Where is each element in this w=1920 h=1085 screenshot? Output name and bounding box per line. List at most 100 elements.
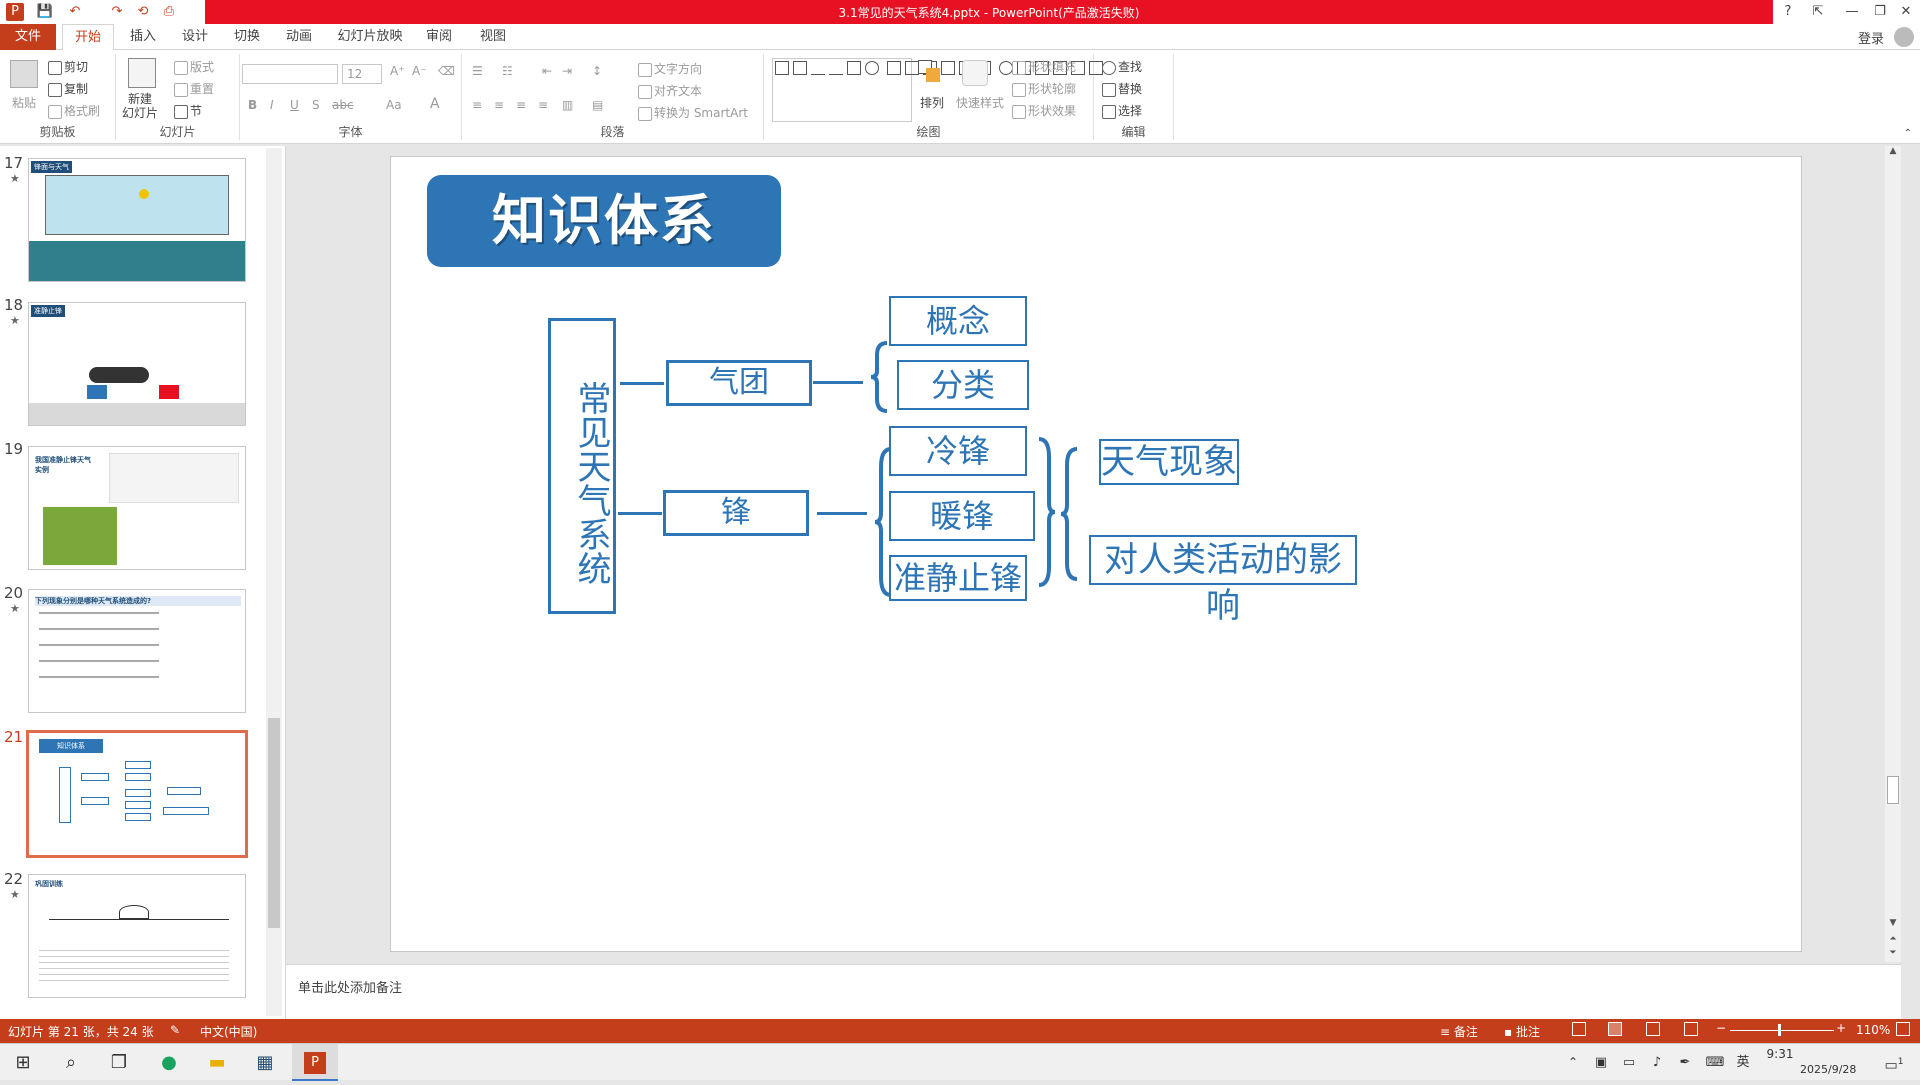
slide-thumbnail-21[interactable]: 知识体系 xyxy=(26,730,248,858)
slide-sorter-icon[interactable] xyxy=(1608,1022,1622,1036)
decrease-indent-icon[interactable]: ⇤ xyxy=(542,64,553,78)
section-button[interactable]: 节 xyxy=(174,102,202,119)
align-left-icon[interactable]: ≡ xyxy=(472,98,483,112)
tab-file[interactable]: 文件 xyxy=(0,24,56,50)
rectangle-shape-icon[interactable] xyxy=(847,61,861,75)
minimize-button[interactable]: — xyxy=(1845,4,1859,19)
sign-in-link[interactable]: 登录 xyxy=(1857,32,1884,47)
task-view-icon[interactable]: ❐ xyxy=(110,1052,128,1073)
shapes-gallery[interactable] xyxy=(772,58,1103,122)
comments-toggle-button[interactable]: ▪ 批注 xyxy=(1504,1023,1540,1040)
scroll-down-icon[interactable]: ▼ xyxy=(1889,918,1897,928)
columns-icon[interactable]: ▤ xyxy=(592,98,604,112)
increase-indent-icon[interactable]: ⇥ xyxy=(562,64,573,78)
format-painter-button[interactable]: 格式刷 xyxy=(48,102,100,119)
calculator-icon[interactable]: ▦ xyxy=(256,1052,274,1073)
slide-scrollbar[interactable]: ▲ ▼ ⏶ ⏷ xyxy=(1885,146,1901,962)
start-from-beginning-icon[interactable]: ⟲ xyxy=(137,4,149,19)
font-name-combo[interactable] xyxy=(242,64,338,84)
vertical-textbox-shape-icon[interactable] xyxy=(793,61,807,75)
tab-view[interactable]: 视图 xyxy=(479,29,506,44)
security-icon[interactable]: ▣ xyxy=(1594,1055,1608,1070)
distributed-icon[interactable]: ▥ xyxy=(562,98,574,112)
arrange-icon[interactable] xyxy=(918,60,944,86)
slide-thumbnail-18[interactable]: 准静止锋 xyxy=(28,302,246,426)
slide-scrollbar-thumb[interactable] xyxy=(1887,776,1899,804)
touch-mode-icon[interactable]: ⎙ xyxy=(163,4,175,19)
new-slide-button[interactable]: 新建 幻灯片 xyxy=(122,92,159,120)
scribble-shape-icon[interactable] xyxy=(1052,61,1067,75)
help-icon[interactable]: ? xyxy=(1784,4,1792,19)
keyboard-icon[interactable]: ⌨ xyxy=(1705,1055,1725,1070)
clock[interactable]: 9:31 xyxy=(1760,1044,1800,1081)
slide-thumbnail-19[interactable]: 我国准静止锋天气实例 xyxy=(28,446,246,570)
tab-slideshow[interactable]: 幻灯片放映 xyxy=(337,29,403,44)
find-button[interactable]: 查找 xyxy=(1102,58,1142,75)
tab-review[interactable]: 审阅 xyxy=(425,29,452,44)
new-slide-icon[interactable] xyxy=(128,58,156,88)
line-spacing-icon[interactable]: ↕ xyxy=(592,64,603,78)
rounded-rectangle-shape-icon[interactable] xyxy=(886,61,901,75)
zoom-in-icon[interactable]: + xyxy=(1836,1021,1847,1035)
shape-effects-button[interactable]: 形状效果 xyxy=(1012,102,1076,119)
normal-view-icon[interactable] xyxy=(1572,1022,1586,1036)
font-size-combo[interactable]: 12 xyxy=(342,64,382,84)
root-concept-box[interactable]: 常见天气系统 xyxy=(548,318,616,614)
elbow-arrow-shape-icon[interactable] xyxy=(940,61,955,75)
warm-front-box[interactable]: 暖锋 xyxy=(889,491,1035,541)
windows-start-icon[interactable]: ⊞ xyxy=(15,1052,31,1073)
notification-center-icon[interactable]: ▭1 xyxy=(1884,1057,1904,1074)
left-brace-shape-icon[interactable] xyxy=(1070,61,1085,75)
avatar[interactable] xyxy=(1894,27,1914,47)
browser-icon[interactable]: ● xyxy=(161,1052,177,1073)
quick-styles-button[interactable]: 快速样式 xyxy=(956,96,1005,110)
zoom-out-icon[interactable]: − xyxy=(1716,1021,1727,1035)
change-case-button[interactable]: Aa xyxy=(386,98,402,112)
select-button[interactable]: 选择 xyxy=(1102,102,1142,119)
show-hidden-icons-icon[interactable]: ⌃ xyxy=(1567,1055,1579,1069)
oval-shape-icon[interactable] xyxy=(865,61,879,75)
slide-canvas[interactable]: 知识体系 常见天气系统 气团 锋 概念 分类 冷锋 暖锋 准静止锋 xyxy=(390,156,1802,952)
network-icon[interactable]: ▭ xyxy=(1622,1055,1636,1070)
scroll-up-icon[interactable]: ▲ xyxy=(1889,146,1897,156)
align-text-button[interactable]: 对齐文本 xyxy=(638,82,702,99)
weather-phenomena-box[interactable]: 天气现象 xyxy=(1099,439,1239,485)
quick-styles-icon[interactable] xyxy=(962,60,988,86)
shape-outline-button[interactable]: 形状轮廓 xyxy=(1012,80,1076,97)
cut-button[interactable]: 剪切 xyxy=(48,58,88,75)
tab-insert[interactable]: 插入 xyxy=(129,29,156,44)
title-banner[interactable]: 知识体系 xyxy=(427,175,781,267)
bold-button[interactable]: B xyxy=(248,98,258,112)
triangle-shape-icon[interactable] xyxy=(904,61,919,75)
front-box[interactable]: 锋 xyxy=(663,490,809,536)
save-icon[interactable]: 💾 xyxy=(36,4,54,19)
paste-icon[interactable] xyxy=(10,60,38,88)
circle-shape-icon[interactable] xyxy=(998,61,1013,75)
thumbnail-scrollbar[interactable] xyxy=(266,148,282,1016)
zoom-slider[interactable] xyxy=(1730,1030,1834,1031)
slide-thumbnail-17[interactable]: 锋面与天气 xyxy=(28,158,246,282)
arrange-button[interactable]: 排列 xyxy=(920,96,945,110)
arrow-shape-icon[interactable] xyxy=(829,61,843,75)
decrease-font-icon[interactable]: A⁻ xyxy=(412,64,427,78)
increase-font-icon[interactable]: A⁺ xyxy=(390,64,405,78)
previous-slide-icon[interactable]: ⏶ xyxy=(1889,934,1897,944)
bullets-icon[interactable]: ☰ xyxy=(472,64,483,78)
ribbon-display-options-icon[interactable]: ⇱ xyxy=(1812,4,1824,19)
collapse-ribbon-icon[interactable]: ⌃ xyxy=(1903,128,1912,139)
shape-fill-button[interactable]: 形状填充 xyxy=(1012,58,1076,75)
numbering-icon[interactable]: ☷ xyxy=(502,64,513,78)
language-indicator[interactable]: 中文(中国) xyxy=(200,1025,258,1039)
thumbnail-scrollbar-thumb[interactable] xyxy=(268,718,280,928)
font-color-button[interactable]: A xyxy=(430,96,440,112)
justify-icon[interactable]: ≡ xyxy=(538,98,549,112)
volume-icon[interactable]: ♪ xyxy=(1652,1055,1662,1070)
align-center-icon[interactable]: ≡ xyxy=(494,98,505,112)
file-explorer-icon[interactable]: ▬ xyxy=(208,1052,226,1073)
slideshow-icon[interactable] xyxy=(1684,1022,1698,1036)
reading-view-icon[interactable] xyxy=(1646,1022,1660,1036)
zoom-slider-thumb[interactable] xyxy=(1778,1024,1781,1036)
replace-button[interactable]: 替换 xyxy=(1102,80,1142,97)
tab-animations[interactable]: 动画 xyxy=(285,29,312,44)
underline-button[interactable]: U xyxy=(290,98,299,112)
